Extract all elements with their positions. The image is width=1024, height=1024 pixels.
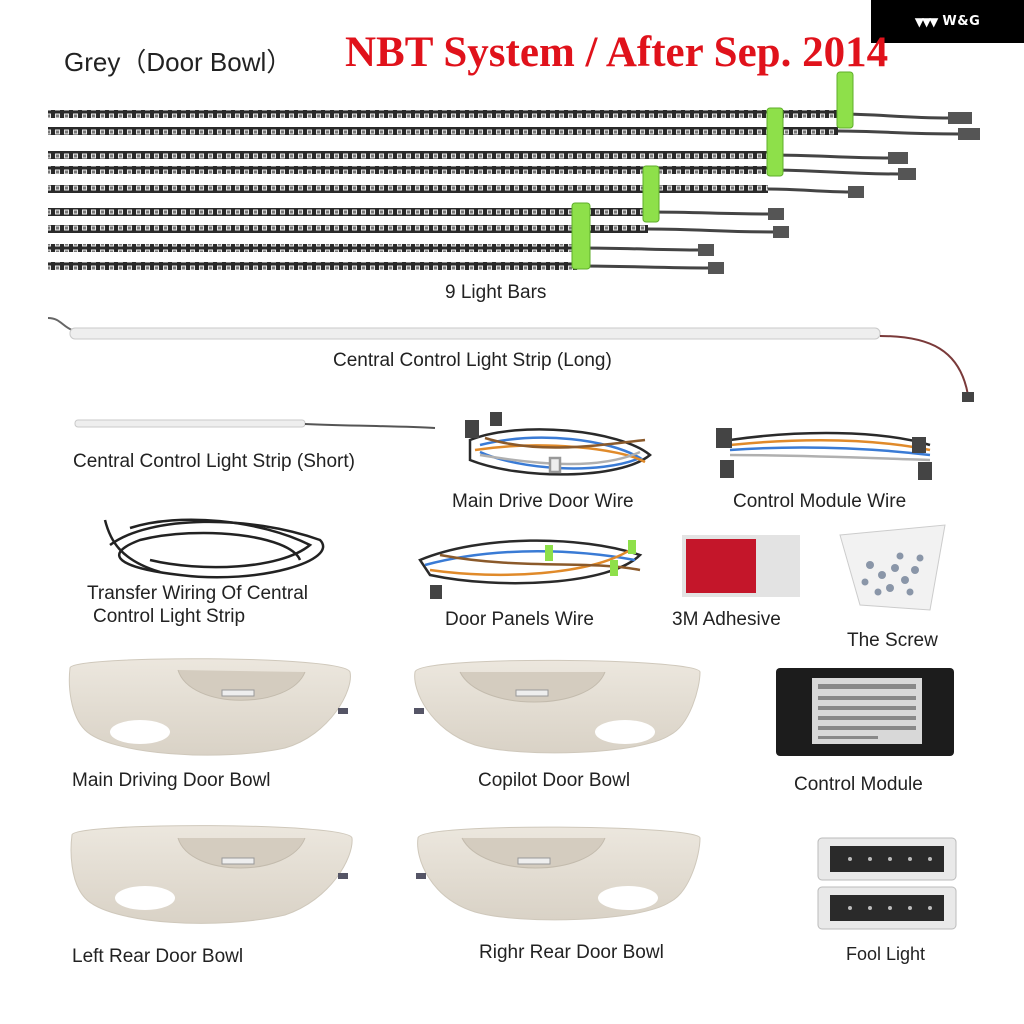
right-rear-bowl-label: Righr Rear Door Bowl [479, 942, 664, 963]
light-bar [48, 127, 838, 135]
light-bars-label: 9 Light Bars [445, 282, 547, 303]
wave-logo-icon: ▼▼▼ [914, 14, 939, 29]
control-module-box [776, 668, 954, 756]
door-bowl-copilot [414, 659, 701, 754]
screw-bag [839, 524, 946, 611]
foot-light-label: Fool Light [846, 944, 926, 964]
main-drive-wire-bundle [465, 412, 652, 476]
door-panels-wire-label: Door Panels Wire [445, 609, 594, 630]
color-variant-label: Grey（Door Bowl） [64, 47, 293, 77]
central-strip-long [47, 317, 974, 402]
brand-name: W&G [942, 14, 981, 29]
control-module-wire [716, 428, 932, 480]
page-title: NBT System / After Sep. 2014 [345, 29, 889, 76]
door-bowl-right-rear [416, 826, 701, 921]
light-bar [48, 151, 768, 159]
control-module-label: Control Module [794, 774, 923, 795]
foot-lights [817, 837, 957, 930]
transfer-wiring-label-line2: Control Light Strip [93, 606, 246, 627]
main-driving-bowl-label: Main Driving Door Bowl [72, 770, 271, 791]
screw-label: The Screw [847, 630, 938, 651]
door-bowl-left-rear [70, 825, 353, 924]
strip-long-label: Central Control Light Strip (Long) [333, 350, 612, 371]
copilot-bowl-label: Copilot Door Bowl [478, 770, 631, 791]
door-bowl-main-driving [68, 658, 351, 756]
light-bar [48, 208, 648, 216]
door-panels-wire [418, 539, 643, 599]
central-strip-short [74, 419, 436, 429]
light-bar [48, 166, 768, 174]
strip-short-label: Central Control Light Strip (Short) [73, 451, 355, 472]
light-bar [48, 262, 578, 270]
light-bars-group [48, 71, 980, 274]
transfer-wiring-coil [103, 518, 325, 579]
light-bar [48, 225, 648, 233]
light-bar [48, 110, 838, 118]
adhesive-pad [682, 535, 800, 597]
left-rear-bowl-label: Left Rear Door Bowl [72, 946, 244, 967]
main-drive-wire-label: Main Drive Door Wire [452, 491, 634, 512]
light-bar [48, 244, 578, 252]
control-module-wire-label: Control Module Wire [733, 491, 907, 512]
brand-badge: ▼▼▼ W&G [871, 0, 1024, 43]
adhesive-label: 3M Adhesive [672, 609, 781, 630]
light-bar [48, 185, 768, 193]
transfer-wiring-label-line1: Transfer Wiring Of Central [87, 583, 309, 604]
